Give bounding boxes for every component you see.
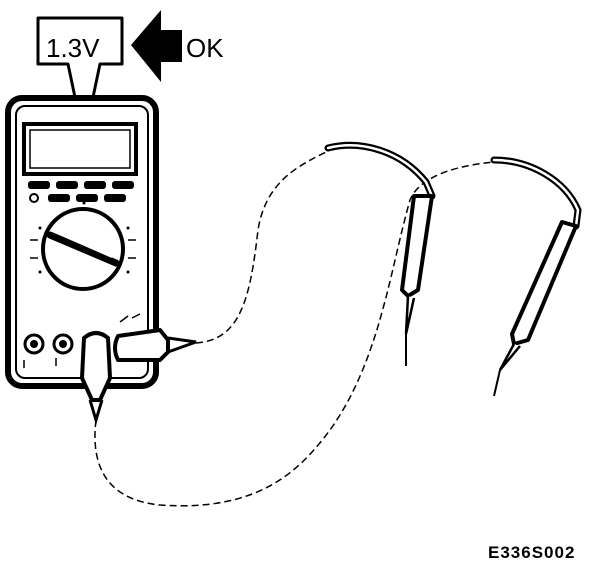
black-lead-plug <box>80 331 112 426</box>
reading-value: 1.3V <box>46 33 100 63</box>
bold-left-arrow-icon <box>131 10 182 82</box>
test-probe-icon <box>490 156 582 397</box>
red-lead-plug <box>113 328 197 362</box>
rotary-dial <box>30 201 136 291</box>
figure-code: E336S002 <box>488 543 576 562</box>
meter-buttons <box>28 181 134 203</box>
lead-wires <box>94 149 496 507</box>
test-probe-icon <box>324 141 436 366</box>
status-label: OK <box>186 33 224 63</box>
input-jacks <box>23 313 141 368</box>
multimeter-icon <box>5 95 159 389</box>
